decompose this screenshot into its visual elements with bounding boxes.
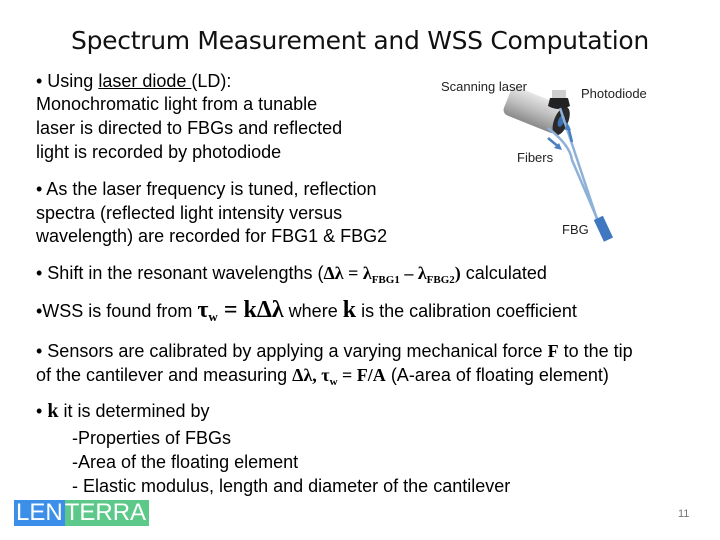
- bullet-calibration-line1: • Sensors are calibrated by applying a v…: [36, 341, 633, 361]
- bullet-k-determined: • k it is determined by: [36, 400, 210, 422]
- laser-body: [503, 87, 565, 134]
- bullet-laser-line2: Monochromatic light from a tunable: [36, 94, 318, 114]
- sub-item-floating-area: -Area of the floating element: [72, 452, 299, 472]
- sub-item-fbg-properties: -Properties of FBGs: [72, 428, 232, 448]
- label-scanning-laser: Scanning laser: [441, 79, 527, 94]
- bullet-frequency-line2: spectra (reflected light intensity versu…: [36, 203, 343, 223]
- fiber-setup-illustration: [503, 87, 614, 242]
- bullet-wavelength-shift: • Shift in the resonant wavelengths (Δλ …: [36, 263, 547, 286]
- bullet-wss-formula: •WSS is found from τw = kΔλ where k is t…: [36, 297, 577, 324]
- label-photodiode: Photodiode: [581, 86, 647, 101]
- bullet-frequency-line1: • As the laser frequency is tuned, refle…: [36, 179, 377, 199]
- fbg-sensor: [593, 215, 614, 242]
- wss-formula: τw = kΔλ: [197, 297, 284, 324]
- label-fibers: Fibers: [517, 150, 554, 165]
- page-number: 11: [678, 508, 690, 520]
- label-fbg: FBG: [562, 222, 589, 237]
- bullet-frequency-line3: wavelength) are recorded for FBG1 & FBG2: [36, 226, 388, 246]
- bullet-laser-line3: laser is directed to FBGs and reflected: [36, 118, 343, 138]
- setup-diagram: [420, 70, 660, 250]
- delta-lambda-formula: Δλ = λFBG1 – λFBG2): [323, 263, 461, 286]
- bullet-laser-diode: • Using laser diode (LD):: [36, 71, 232, 91]
- bullet-laser-line4: light is recorded by photodiode: [36, 142, 282, 162]
- calibration-formula: Δλ, τw = F/A: [292, 365, 386, 388]
- laser-diode-link[interactable]: laser diode: [98, 71, 192, 91]
- sub-item-cantilever: - Elastic modulus, length and diameter o…: [72, 476, 511, 496]
- slide-title: Spectrum Measurement and WSS Computation: [71, 26, 649, 55]
- bullet-calibration-line2: of the cantilever and measuring Δλ, τw =…: [36, 365, 609, 388]
